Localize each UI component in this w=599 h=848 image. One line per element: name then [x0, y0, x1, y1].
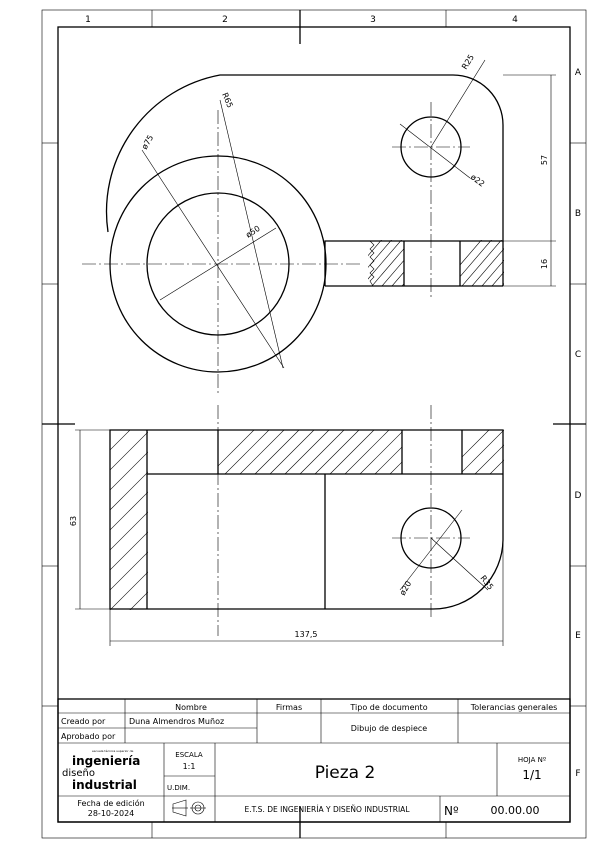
dim-d50-label: ø50	[244, 224, 262, 240]
aprobado-label: Aprobado por	[61, 732, 116, 741]
column-label-3: 3	[370, 15, 376, 25]
tipo-value: Dibujo de despiece	[351, 724, 428, 733]
column-label-2: 2	[222, 15, 228, 25]
row-label-F: F	[575, 769, 580, 779]
row-label-D: D	[575, 491, 582, 501]
row-label-B: B	[575, 209, 581, 219]
logo-tiny-text: escuela técnica superior de	[92, 749, 133, 753]
escala-label: ESCALA	[175, 751, 203, 759]
top-view: R65 ø75 ø50 R25 ø22 57 16	[82, 53, 556, 395]
row-label-C: C	[575, 350, 581, 360]
header-tipo: Tipo de documento	[349, 703, 427, 712]
projection-symbol-icon	[172, 799, 206, 817]
logo-line3: industrial	[72, 778, 137, 792]
number-label: Nº	[444, 804, 459, 818]
logo-line1: ingeniería	[72, 754, 140, 768]
number-value: 00.00.00	[491, 804, 540, 817]
column-label-4: 4	[512, 15, 518, 25]
hoja-label: HOJA Nº	[518, 756, 546, 764]
header-firmas: Firmas	[276, 703, 302, 712]
logo-line2: diseño	[62, 768, 95, 779]
front-view: 63 137,5 ø20 R35	[69, 405, 504, 646]
dim-d75-label: ø75	[140, 133, 155, 151]
escala-value: 1:1	[183, 762, 196, 771]
column-label-1: 1	[85, 15, 91, 25]
dim-d20-label: ø20	[398, 579, 413, 597]
title-block: Nombre Firmas Tipo de documento Toleranc…	[57, 698, 571, 823]
dim-r65-label: R65	[220, 91, 234, 109]
creado-value: Duna Almendros Muñoz	[129, 717, 224, 726]
dim-57-label: 57	[540, 155, 549, 165]
fecha-label: Fecha de edición	[77, 798, 144, 808]
udim-label: U.DIM.	[167, 784, 190, 792]
drawing-frame: 1 2 3 4 A B C D E F	[41, 9, 587, 839]
header-tolerancias: Tolerancias generales	[470, 703, 558, 712]
dim-137-label: 137,5	[295, 630, 318, 639]
fecha-value: 28-10-2024	[88, 809, 135, 818]
drawing-title: Pieza 2	[315, 763, 376, 783]
creado-label: Creado por	[61, 717, 106, 726]
front-view-outline	[109, 429, 504, 610]
dim-d22-label: ø22	[469, 172, 486, 188]
row-label-E: E	[575, 631, 581, 641]
dim-16-label: 16	[540, 259, 549, 269]
hoja-value: 1/1	[522, 768, 541, 782]
school-logo: escuela técnica superior de ingeniería d…	[62, 749, 140, 792]
dim-r25-label: R25	[460, 53, 476, 71]
dim-63-label: 63	[69, 516, 78, 526]
school-name: E.T.S. DE INGENIERÍA Y DISEÑO INDUSTRIAL	[244, 805, 410, 814]
row-label-A: A	[575, 68, 582, 78]
header-nombre: Nombre	[175, 703, 207, 712]
top-view-outline	[105, 74, 504, 286]
